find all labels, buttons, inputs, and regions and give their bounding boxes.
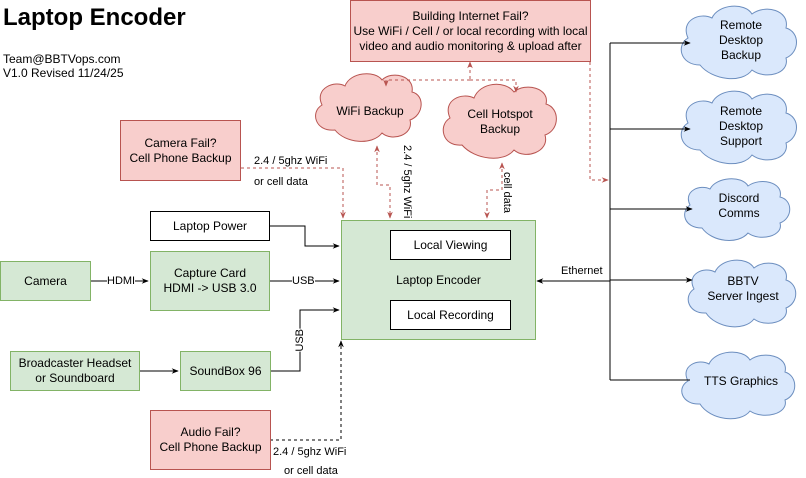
tts-graphics-label: TTS Graphics [703,373,778,388]
edge-building-to-clouds [383,61,519,93]
edge-power-to-encoder [270,225,340,249]
page-title: Laptop Encoder [3,4,186,31]
cloud-remote-desktop-support [680,90,797,165]
usb-capture-edge-label: USB [292,275,315,287]
version-label: V1.0 Revised 11/24/25 [3,66,124,80]
cloud-tts-graphics [681,351,796,420]
edge-wifi-to-encoder [374,145,393,219]
cell-hotspot-label: Cell Hotspot Backup [467,107,533,136]
laptop-encoder-label: Laptop Encoder [396,272,481,287]
cloud-discord-comms [684,178,791,241]
discord-comms-label: Discord Comms [718,191,760,220]
bbtv-server-ingest-label: BBTV Server Ingest [707,274,779,303]
audio-fail-wifi-label: 2.4 / 5ghz WiFi [273,446,347,458]
edge-building-to-ethernet [589,62,609,183]
cloud-bbtv-server-ingest [687,259,797,328]
remote-desktop-support-label: Remote Desktop Support [718,103,764,148]
contact-email: Team@BBTVops.com [3,52,121,66]
ethernet-edge-label: Ethernet [561,265,603,277]
laptop-power-box: Laptop Power [150,211,270,241]
edge-audio-fail-to-encoder [270,340,344,441]
hdmi-edge-label: HDMI [107,275,136,287]
audio-fail-box: Audio Fail? Cell Phone Backup [150,410,271,470]
wifi-backup-label: WiFi Backup [336,103,404,118]
cloud-cell-hotspot [442,83,557,159]
edge-cell-to-encoder [484,162,505,219]
cloud-wifi-backup [315,73,422,142]
edge-ethernet-bus [536,40,693,381]
audio-fail-cell-label: or cell data [284,465,338,477]
local-recording-box: Local Recording [390,300,511,330]
local-viewing-box: Local Viewing [390,230,511,260]
building-internet-fail-box: Building Internet Fail? Use WiFi / Cell … [350,0,591,62]
remote-desktop-backup-label: Remote Desktop Backup [718,17,764,62]
broadcaster-headset-box: Broadcaster Headset or Soundboard [10,351,140,391]
camera-fail-wifi-label: 2.4 / 5ghz WiFi [254,155,328,167]
wifi-link-label: 2.4 / 5ghz WiFi [401,145,413,219]
edge-camera-fail-to-encoder [241,167,346,219]
capture-card-box: Capture Card HDMI -> USB 3.0 [150,251,270,311]
cloud-remote-desktop-backup [680,5,797,80]
camera-box: Camera [0,261,91,301]
usb-soundbox-edge-label: USB [294,329,306,352]
soundbox-box: SoundBox 96 [180,351,271,391]
cell-link-label: cell data [501,172,513,213]
camera-fail-box: Camera Fail? Cell Phone Backup [120,120,241,181]
camera-fail-cell-label: or cell data [254,176,308,188]
